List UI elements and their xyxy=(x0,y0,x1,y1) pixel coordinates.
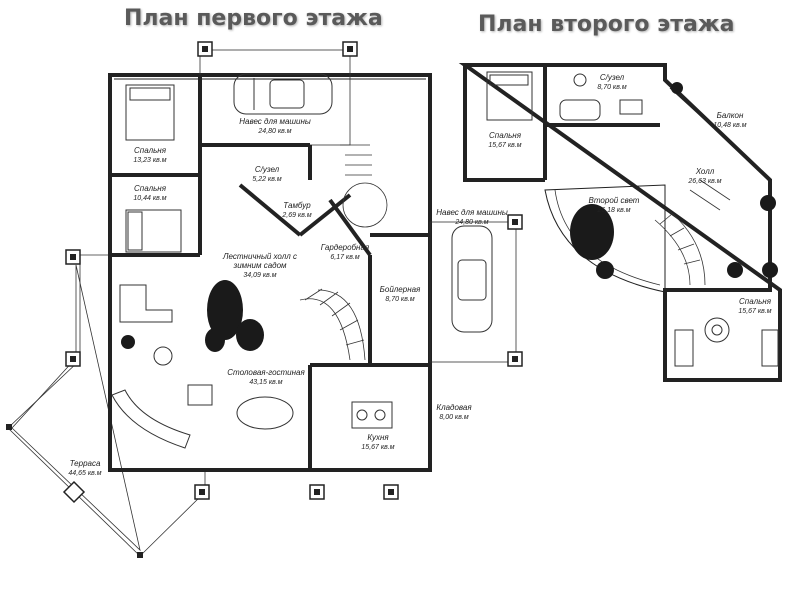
terrace-outline xyxy=(7,254,206,557)
label-terrace: Терраса xyxy=(70,459,101,468)
bed-1 xyxy=(125,84,175,141)
label-carport-right: Навес для машины xyxy=(436,208,508,217)
area-bedroom-1: 13,23 кв.м xyxy=(133,157,166,164)
label-boiler: Бойлерная xyxy=(380,285,421,294)
area-vestibule: 2,69 кв.м xyxy=(281,212,311,219)
car-right xyxy=(451,225,493,333)
second-floor-heading: План второго этажа xyxy=(478,12,735,37)
winter-garden-plants xyxy=(121,280,264,352)
label-balcony: Балкон xyxy=(717,111,744,120)
second-floor-plants xyxy=(570,82,778,279)
label-carport-top: Навес для машины xyxy=(239,117,311,126)
label-hall: Холл xyxy=(695,167,715,176)
area-hall: 26,63 кв.м xyxy=(687,178,721,185)
area-pantry: 8,00 кв.м xyxy=(439,414,468,421)
label-vestibule: Тамбур xyxy=(283,201,311,210)
car-top xyxy=(233,73,333,115)
label-bedroom-1: Спальня xyxy=(134,146,167,155)
label-bedroom-2f-2: Спальня xyxy=(739,297,772,306)
area-bedroom-2f-1: 15,67 кв.м xyxy=(488,142,521,149)
label-bedroom-2: Спальня xyxy=(134,184,167,193)
first-floor-heading: План первого этажа xyxy=(124,6,383,31)
second-floor-plan: С/узел 8,70 кв.м Спальня 15,67 кв.м Балк… xyxy=(458,63,782,382)
area-wardrobe: 6,17 кв.м xyxy=(330,254,359,261)
label-bedroom-2f-1: Спальня xyxy=(489,131,522,140)
label-pantry: Кладовая xyxy=(436,403,472,412)
vestibule-rotunda xyxy=(342,182,388,228)
label-bathroom-2f: С/узел xyxy=(600,73,625,82)
label-kitchen: Кухня xyxy=(367,433,389,442)
carport-right-area xyxy=(429,221,517,363)
second-floor-round-table xyxy=(674,317,779,367)
area-bathroom-1f: 5,22 кв.м xyxy=(252,176,281,183)
area-bedroom-2f-2: 15,67 кв.м xyxy=(738,308,771,315)
second-floor-bed xyxy=(486,71,533,121)
area-bedroom-2: 10,44 кв.м xyxy=(133,195,166,202)
area-terrace: 44,65 кв.м xyxy=(68,470,101,477)
first-floor-plan: Навес для машины 24,80 кв.м Спальня 13,2… xyxy=(6,41,523,558)
label-bathroom-1f: С/узел xyxy=(255,165,280,174)
area-balcony: 10,48 кв.м xyxy=(713,122,746,129)
label-wardrobe: Гардеробная xyxy=(321,243,370,252)
label-stair-hall: Лестничный холл с зимним садом xyxy=(223,252,297,270)
living-furniture xyxy=(111,284,393,449)
area-stair-hall: 34,09 кв.м xyxy=(243,272,277,279)
label-dining-living: Столовая-гостиная xyxy=(227,368,305,377)
area-dining-living: 43,15 кв.м xyxy=(249,379,282,386)
first-floor-staircase xyxy=(299,144,372,361)
area-boiler: 8,70 кв.м xyxy=(385,296,414,303)
second-floor-staircase xyxy=(654,179,731,286)
second-floor-bathroom-fixtures xyxy=(559,73,643,121)
area-second-light: 26,18 кв.м xyxy=(596,207,630,214)
area-bathroom-2f: 8,70 кв.м xyxy=(597,84,626,91)
area-kitchen: 15,67 кв.м xyxy=(361,444,394,451)
bed-2 xyxy=(125,209,182,253)
area-carport-top: 24,80 кв.м xyxy=(257,128,291,135)
area-carport-right: 24,80 кв.м xyxy=(454,219,488,226)
second-floor-walls xyxy=(458,63,782,382)
label-second-light: Второй свет xyxy=(589,196,640,205)
second-light-void xyxy=(544,184,666,293)
first-floor-posts xyxy=(6,41,523,558)
